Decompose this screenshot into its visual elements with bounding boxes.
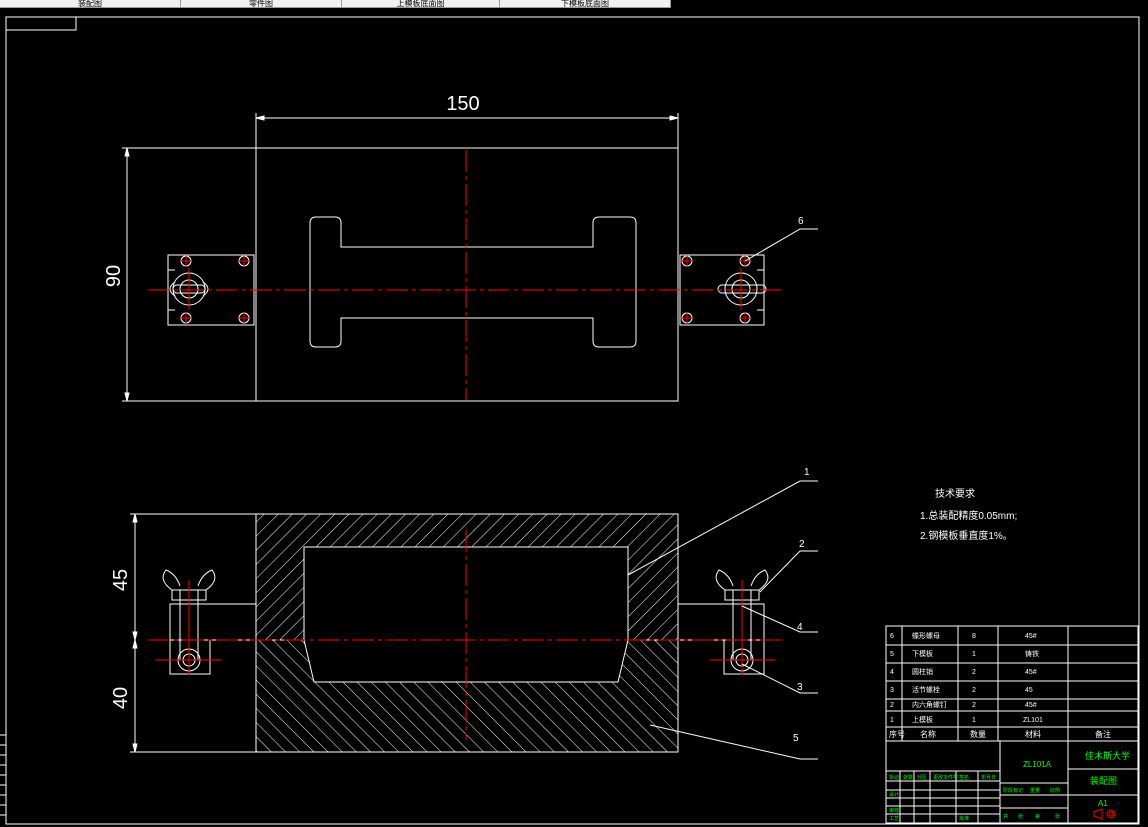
svg-text:标记: 标记 (889, 774, 899, 781)
svg-text:45: 45 (1025, 687, 1033, 694)
left-margin-ticks (0, 734, 6, 816)
svg-text:处数: 处数 (903, 774, 913, 781)
balloon-2: 2 (799, 539, 805, 550)
drawing-frame (5, 16, 1140, 825)
svg-text:第: 第 (1035, 813, 1040, 820)
svg-text:张: 张 (1055, 813, 1060, 820)
svg-text:佳木斯大学: 佳木斯大学 (1085, 750, 1130, 761)
layout-tab-bar: 装配图 零件图 上模板底面图 下模板底面图 (0, 0, 1148, 8)
title-block (885, 740, 1139, 824)
svg-text:4: 4 (890, 669, 894, 676)
dim-45: 45 (110, 569, 132, 591)
svg-text:工艺: 工艺 (889, 816, 899, 822)
dim-90: 90 (103, 265, 125, 287)
svg-text:2: 2 (972, 702, 976, 709)
svg-text:ZL101A: ZL101A (1023, 760, 1052, 769)
section-dimensions (130, 513, 256, 753)
svg-text:年月日: 年月日 (981, 774, 996, 781)
title-block-text: ZL101A 佳木斯大学 装配图 A1 标记 处数 分区 更改文件号 签名 年月… (889, 750, 1130, 822)
svg-text:张: 张 (1018, 813, 1023, 820)
svg-text:阶段标记: 阶段标记 (1003, 787, 1023, 794)
tech-req-item-1: 1.总装配精度0.05mm; (920, 509, 1017, 522)
svg-text:重量: 重量 (1030, 787, 1040, 794)
svg-text:名称: 名称 (920, 729, 936, 739)
balloon-6: 6 (798, 216, 804, 227)
dim-40: 40 (110, 687, 132, 709)
balloon-4: 4 (797, 622, 803, 633)
svg-text:2: 2 (972, 669, 976, 676)
svg-text:内六角螺钉: 内六角螺钉 (912, 700, 947, 709)
svg-text:比例: 比例 (1050, 787, 1060, 794)
svg-text:圆柱销: 圆柱销 (912, 667, 933, 676)
svg-text:2: 2 (890, 702, 894, 709)
projection-symbol-icon (1093, 808, 1116, 820)
svg-text:审核: 审核 (889, 807, 899, 814)
svg-text:1: 1 (972, 717, 976, 724)
svg-text:蝶形螺母: 蝶形螺母 (912, 631, 940, 640)
svg-text:设计: 设计 (889, 791, 899, 798)
svg-text:1: 1 (890, 717, 894, 724)
top-height-dimension (122, 147, 256, 402)
svg-text:5: 5 (890, 651, 894, 658)
top-view (167, 147, 767, 402)
svg-text:签名: 签名 (959, 774, 969, 781)
bom-table (885, 625, 1139, 742)
bom-rows: 6 蝶形螺母 8 45# 5 下模板 1 铸铁 4 圆柱销 2 45# 3 活节… (889, 631, 1111, 739)
svg-text:批准: 批准 (959, 815, 969, 822)
svg-text:上模板: 上模板 (912, 715, 933, 724)
svg-text:材料: 材料 (1025, 729, 1041, 739)
tab-assembly[interactable]: 装配图 (0, 0, 181, 8)
svg-text:序号: 序号 (889, 729, 905, 739)
svg-text:8: 8 (972, 633, 976, 640)
svg-text:装配图: 装配图 (1090, 775, 1117, 786)
balloon-5: 5 (793, 733, 799, 744)
i-cavity-outline (309, 216, 637, 348)
dim-150: 150 (446, 93, 479, 115)
svg-text:下模板: 下模板 (912, 649, 933, 658)
tab-upper-plate[interactable]: 上模板底面图 (342, 0, 500, 8)
svg-text:活节螺栓: 活节螺栓 (912, 685, 940, 694)
svg-text:分区: 分区 (917, 774, 927, 781)
top-view-centerlines (148, 150, 785, 400)
svg-text:ZL101: ZL101 (1023, 717, 1043, 724)
svg-text:6: 6 (890, 633, 894, 640)
svg-text:45#: 45# (1025, 633, 1037, 640)
balloon-3: 3 (797, 682, 803, 693)
section-centerlines (148, 530, 785, 740)
svg-text:更改文件号: 更改文件号 (933, 774, 958, 781)
svg-text:共: 共 (1003, 813, 1008, 820)
leader-lines (627, 228, 818, 760)
top-plate-outline (255, 147, 679, 402)
tech-req-item-2: 2.钢模板垂直度1%。 (920, 529, 1013, 542)
svg-text:45#: 45# (1025, 702, 1037, 709)
svg-text:A1: A1 (1098, 799, 1108, 808)
right-wing-nut-icon (717, 272, 767, 306)
svg-text:铸铁: 铸铁 (1025, 649, 1039, 658)
tab-part[interactable]: 零件图 (181, 0, 342, 8)
svg-text:45#: 45# (1025, 669, 1037, 676)
tech-req-title: 技术要求 (935, 487, 975, 500)
top-width-dimension (255, 113, 679, 148)
tab-lower-plate[interactable]: 下模板底面图 (500, 0, 671, 8)
svg-text:数量: 数量 (970, 729, 986, 739)
svg-text:备注: 备注 (1095, 729, 1111, 739)
balloon-1: 1 (804, 467, 810, 478)
svg-text:3: 3 (890, 687, 894, 694)
svg-text:2: 2 (972, 687, 976, 694)
svg-text:1: 1 (972, 651, 976, 658)
